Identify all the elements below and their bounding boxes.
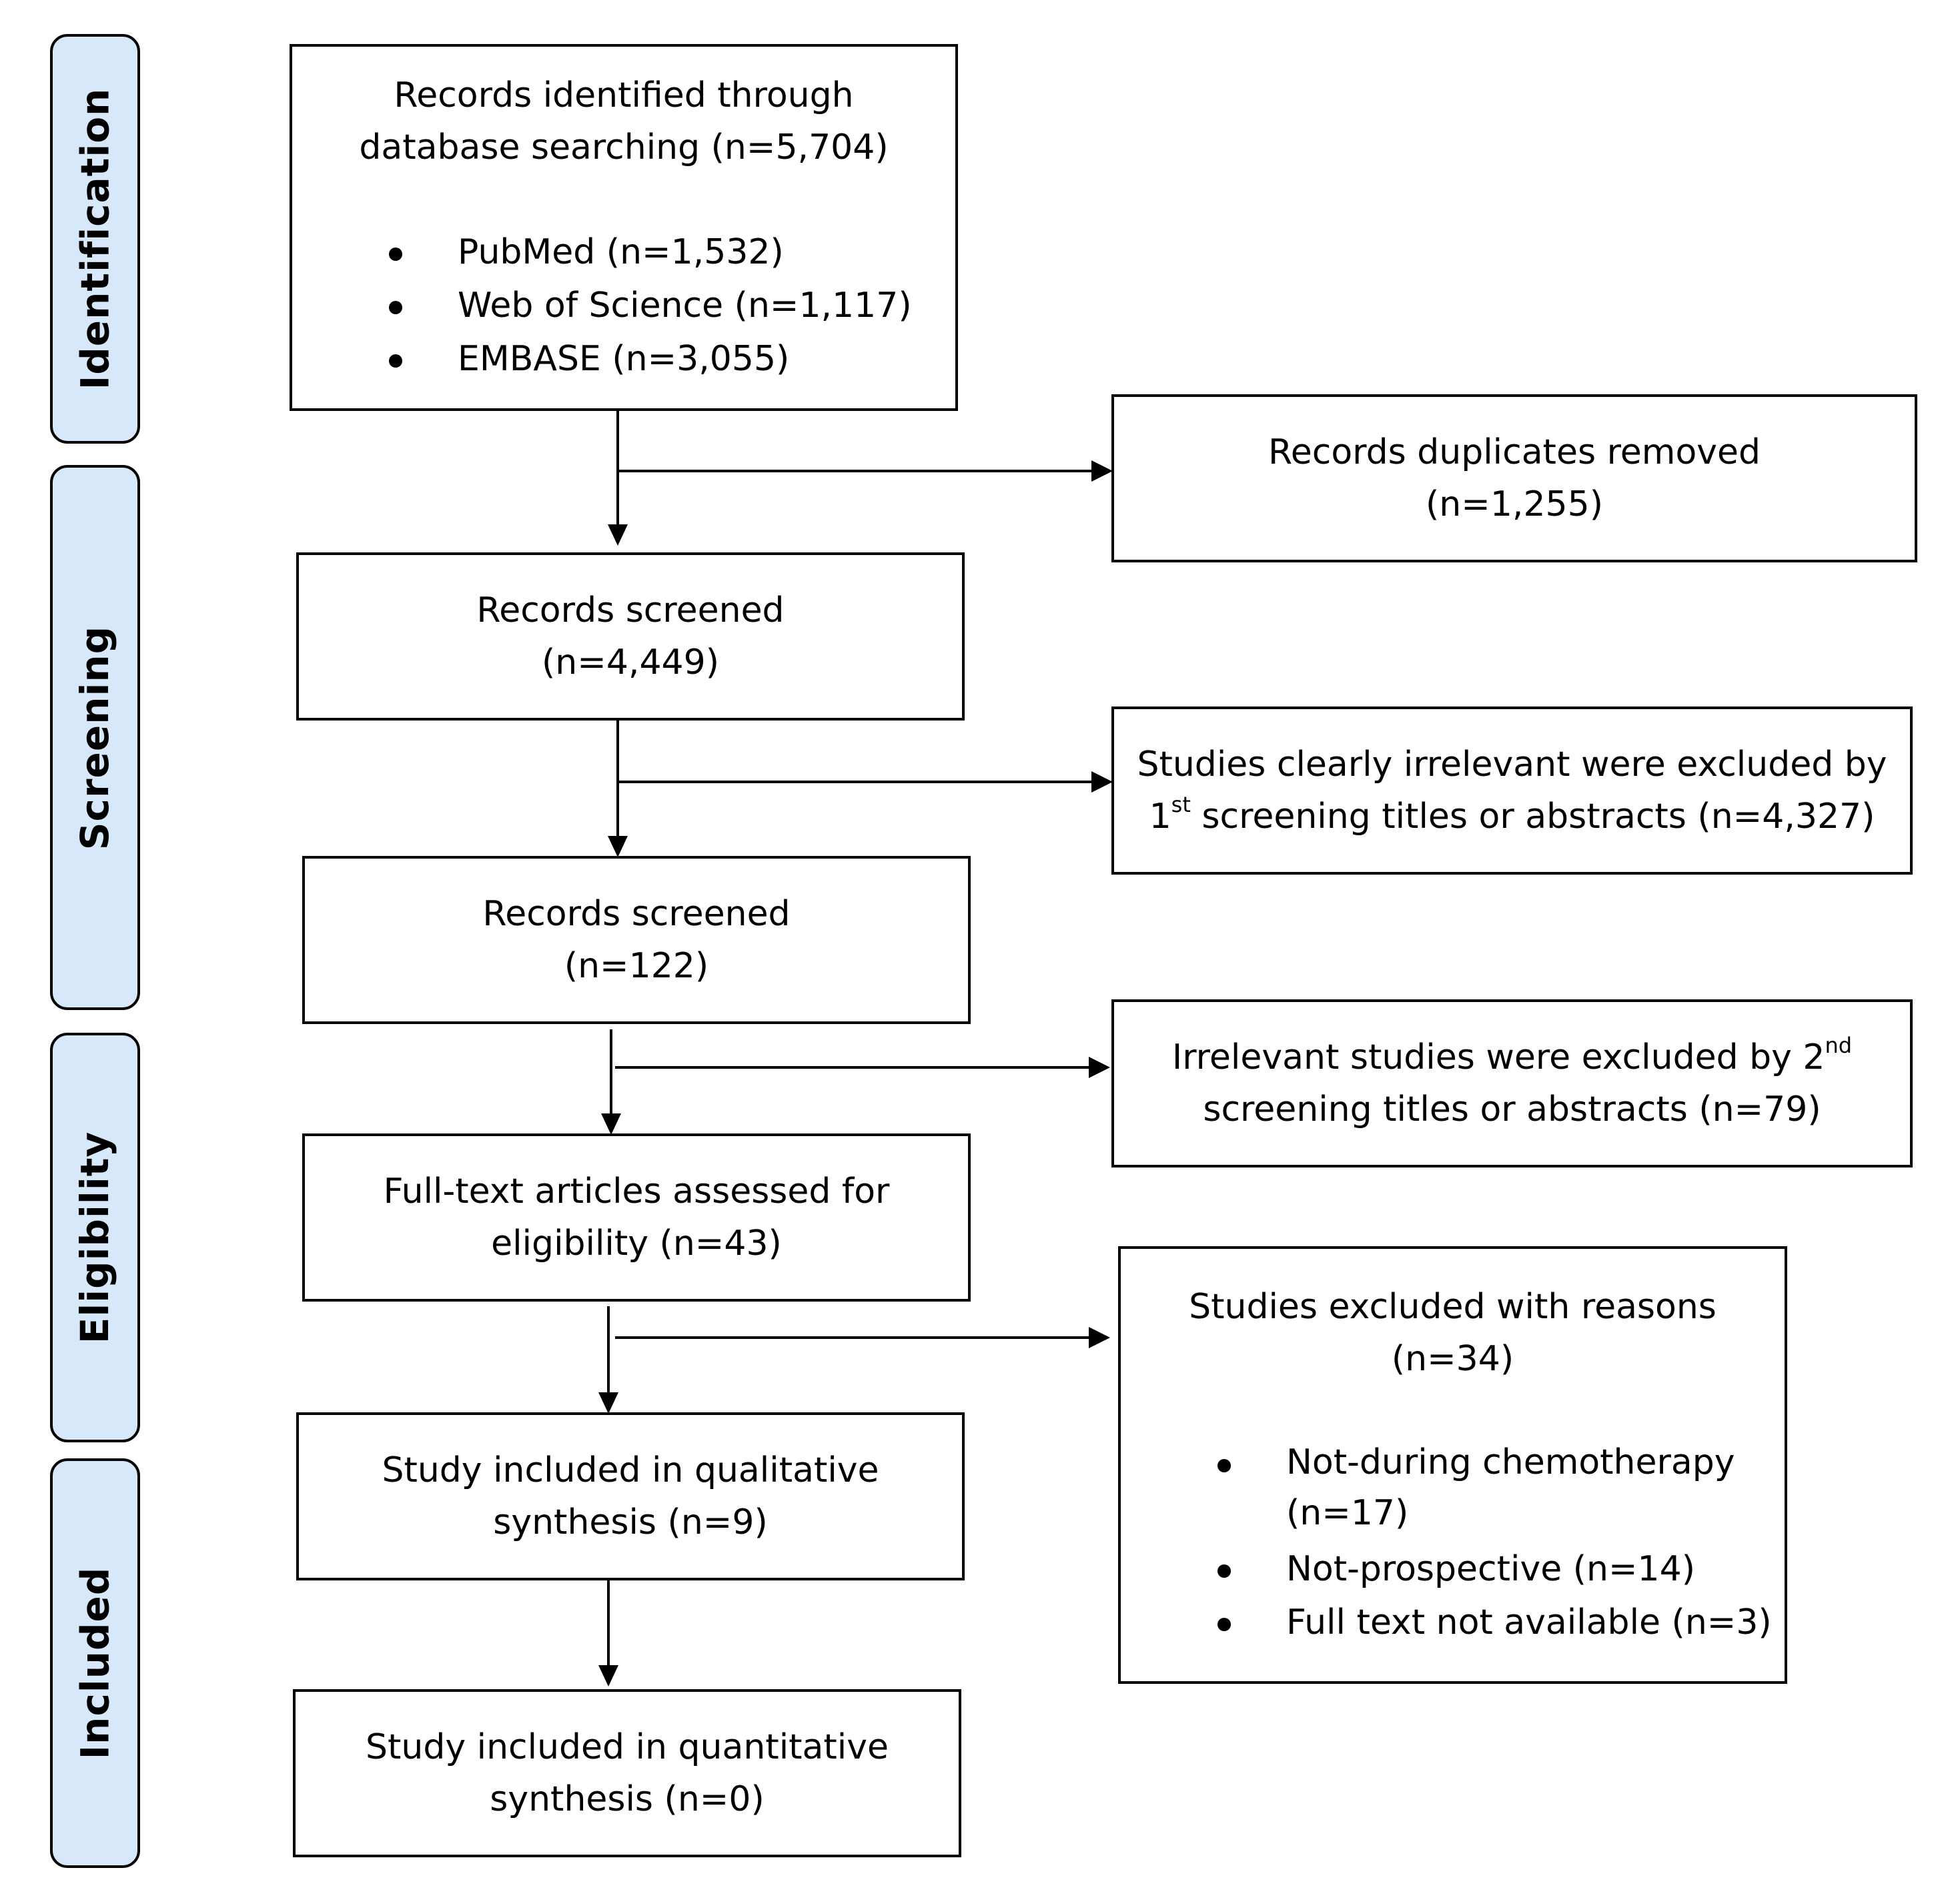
second-screening-excluded-line2: screening titles or abstracts (n=79) bbox=[1203, 1089, 1821, 1129]
source-embase: EMBASE (n=3,055) bbox=[389, 332, 955, 386]
ordinal-suffix-nd: nd bbox=[1825, 1033, 1853, 1058]
phase-band-eligibility: Eligibility bbox=[50, 1033, 140, 1442]
qualitative-synthesis-line1: Study included in qualitative bbox=[382, 1450, 879, 1490]
qualitative-synthesis-box: Study included in qualitative synthesis … bbox=[296, 1412, 965, 1580]
arrowhead-down-4 bbox=[598, 1392, 618, 1414]
arrowhead-right-2 bbox=[1091, 771, 1113, 793]
records-screened-line2: (n=4,449) bbox=[542, 642, 719, 682]
ordinal-number: 1 bbox=[1149, 797, 1171, 837]
quantitative-synthesis-line1: Study included in quantitative bbox=[365, 1727, 889, 1767]
records-screened-second-line2: (n=122) bbox=[564, 946, 709, 986]
excluded-with-reasons-box: Studies excluded with reasons (n=34) Not… bbox=[1118, 1246, 1787, 1684]
quantitative-synthesis-line2: synthesis (n=0) bbox=[490, 1779, 765, 1819]
duplicates-removed-line1: Records duplicates removed bbox=[1268, 432, 1761, 472]
phase-band-included: Included bbox=[50, 1458, 140, 1868]
records-screened-second-box: Records screened (n=122) bbox=[302, 856, 971, 1024]
records-identified-line2: database searching (n=5,704) bbox=[359, 127, 889, 167]
reason-full-text-not-available: Full text not available (n=3) bbox=[1217, 1596, 1785, 1649]
records-identified-line1: Records identified through bbox=[394, 75, 854, 115]
phase-band-identification: Identification bbox=[50, 34, 140, 444]
fulltext-assessed-box: Full-text articles assessed for eligibil… bbox=[302, 1133, 971, 1302]
excluded-with-reasons-line1: Studies excluded with reasons bbox=[1189, 1287, 1717, 1327]
duplicates-removed-line2: (n=1,255) bbox=[1426, 484, 1603, 524]
reason-not-during-chemotherapy: Not-during chemotherapy (n=17) bbox=[1217, 1437, 1785, 1542]
reason-not-prospective: Not-prospective (n=14) bbox=[1217, 1542, 1785, 1596]
first-screening-excluded-line2: 1st screening titles or abstracts (n=4,3… bbox=[1149, 791, 1875, 843]
records-screened-second-line1: Records screened bbox=[482, 894, 791, 934]
second-screening-excluded-line1-text: Irrelevant studies were excluded by 2 bbox=[1171, 1037, 1825, 1077]
exclusion-reasons-list: Not-during chemotherapy (n=17) Not-prospe… bbox=[1121, 1437, 1785, 1649]
arrowhead-down-3 bbox=[601, 1113, 621, 1135]
records-identified-box: Records identified through database sear… bbox=[290, 44, 958, 411]
first-screening-excluded-line1: Studies clearly irrelevant were excluded… bbox=[1137, 745, 1887, 785]
records-screened-line1: Records screened bbox=[476, 590, 785, 630]
second-screening-excluded-line1: Irrelevant studies were excluded by 2nd bbox=[1172, 1031, 1852, 1083]
records-screened-box: Records screened (n=4,449) bbox=[296, 552, 965, 721]
excluded-with-reasons-line2: (n=34) bbox=[1391, 1339, 1514, 1379]
database-source-list: PubMed (n=1,532) Web of Science (n=1,117… bbox=[292, 225, 955, 386]
qualitative-synthesis-line2: synthesis (n=9) bbox=[493, 1502, 768, 1542]
fulltext-assessed-line2: eligibility (n=43) bbox=[491, 1224, 782, 1264]
arrowhead-right-3 bbox=[1089, 1057, 1110, 1078]
arrowhead-down-1 bbox=[608, 524, 628, 546]
ordinal-suffix: st bbox=[1171, 792, 1191, 817]
second-screening-excluded-box: Irrelevant studies were excluded by 2nd … bbox=[1111, 999, 1913, 1167]
first-screening-excluded-line2-text: screening titles or abstracts (n=4,327) bbox=[1190, 797, 1875, 837]
first-screening-excluded-box: Studies clearly irrelevant were excluded… bbox=[1111, 706, 1913, 875]
source-pubmed: PubMed (n=1,532) bbox=[389, 225, 955, 279]
arrowhead-down-5 bbox=[598, 1665, 618, 1687]
source-web-of-science: Web of Science (n=1,117) bbox=[389, 279, 955, 332]
quantitative-synthesis-box: Study included in quantitative synthesis… bbox=[293, 1689, 961, 1857]
phase-band-screening: Screening bbox=[50, 465, 140, 1010]
arrowhead-down-2 bbox=[608, 836, 628, 857]
reason-not-during-chemotherapy-count: (n=17) bbox=[1286, 1493, 1409, 1533]
reason-not-during-chemotherapy-text: Not-during chemotherapy bbox=[1286, 1442, 1735, 1482]
fulltext-assessed-line1: Full-text articles assessed for bbox=[383, 1171, 890, 1212]
duplicates-removed-box: Records duplicates removed (n=1,255) bbox=[1111, 394, 1917, 562]
arrowhead-right-1 bbox=[1091, 460, 1113, 482]
arrowhead-right-4 bbox=[1089, 1327, 1110, 1348]
